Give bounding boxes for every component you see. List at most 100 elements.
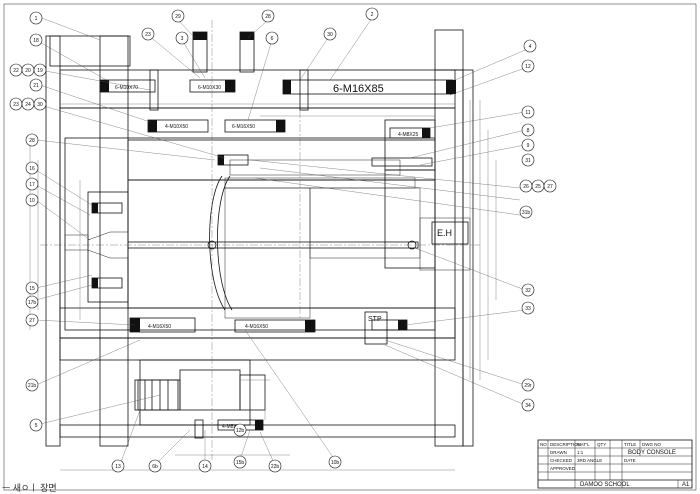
callout-bubble: 25 [531,179,545,193]
callout-bubble: 28 [25,133,39,147]
callout-bubble: 1 [29,11,43,25]
callout-bubble: 31b [519,205,533,219]
svg-text:5: 5 [35,423,38,429]
tb-drawn: DRAWN [550,450,567,455]
tb-qty-header: QTY [597,442,606,447]
callout-bubble: 2 [365,7,379,21]
callout-bubble: 20 [21,63,35,77]
svg-text:15: 15 [29,286,35,292]
svg-text:14: 14 [202,464,208,470]
svg-text:9: 9 [527,143,530,149]
title-block: NO DESCRIPTION MAT'L QTY TITLE DWG NO DR… [537,439,693,489]
svg-text:6: 6 [271,36,274,42]
svg-text:21b: 21b [28,383,37,389]
tb-sheet: A1 [682,482,690,488]
svg-text:10b: 10b [331,460,340,466]
tb-no-header: NO [540,442,547,447]
svg-text:2: 2 [371,12,374,18]
lower-left-screw-label: 4-M16X50 [148,324,171,330]
svg-text:23: 23 [145,32,151,38]
callout-bubble: 17 [25,177,39,191]
tb-material-header: MAT'L [577,442,590,447]
svg-text:11: 11 [525,110,530,116]
callout-bubble: 16 [25,161,39,175]
lower-mid-screw-label: 4-M8X25 [222,424,243,430]
tb-checked: CHECKED [550,458,573,463]
drawing-border [3,3,697,491]
svg-text:24: 24 [25,102,31,108]
mid-left-screw-label: 4-M10X50 [165,124,188,130]
callout-bubble: 18 [29,33,43,47]
tb-approved: APPROVED [550,466,576,471]
callout-bubble: 22b [268,459,282,473]
svg-text:26: 26 [523,184,529,190]
svg-text:6b: 6b [152,464,158,470]
svg-text:4: 4 [529,44,532,50]
callout-bubble: 31 [521,153,535,167]
tb-scale: 1:1 [577,450,584,455]
callout-bubble: 17b [25,295,39,309]
tb-school: DAMOO SCHOOL [580,482,630,488]
upper-left-screw-label: 6-M10X70 [115,85,138,91]
svg-text:27: 27 [29,318,35,324]
callout-bubble: 32 [521,283,535,297]
svg-text:27: 27 [547,184,553,190]
svg-text:21: 21 [33,83,39,89]
mold-body [45,29,474,447]
callout-bubble: 33 [521,301,535,315]
callout-bubbles: 1 18 22 20 19 21 23 24 30 29 23 3 28 6 3… [9,7,557,473]
callout-bubble: 21 [29,78,43,92]
tb-title-header: TITLE [624,442,636,447]
callout-bubble: 30 [323,27,337,41]
svg-text:31: 31 [525,158,531,164]
svg-text:25: 25 [535,184,541,190]
callout-bubble: 3 [175,31,189,45]
svg-text:29: 29 [175,14,181,20]
svg-text:22b: 22b [271,464,280,470]
svg-text:10: 10 [29,198,35,204]
upper-mid-screw-label: 6-M16X50 [232,124,255,130]
svg-text:23: 23 [13,102,19,108]
stp-tag: STP [368,316,382,323]
callout-bubble: 28 [261,9,275,23]
centerlines [29,20,497,471]
callout-bubble: 4 [523,39,537,53]
callout-bubble: 19 [33,63,47,77]
callout-bubble: 12 [521,59,535,73]
svg-text:16: 16 [29,166,35,172]
tb-dwg-no-header: DWG NO [642,442,661,447]
callout-bubble: 23 [9,97,23,111]
svg-text:33: 33 [525,306,531,312]
svg-text:15b: 15b [236,460,245,466]
svg-text:28: 28 [265,14,271,20]
svg-text:12b: 12b [236,428,245,434]
svg-text:29r: 29r [524,383,532,389]
callout-bubble: 29 [171,9,185,23]
right-top-screw-label: 4-M8X25 [398,132,419,138]
svg-text:30: 30 [37,102,43,108]
callout-bubble: 9 [521,138,535,152]
tb-part-name: BODY CONSOLE [628,450,676,456]
svg-text:19: 19 [37,68,43,74]
tb-date: DATE [624,458,636,463]
svg-text:28: 28 [29,138,35,144]
callout-bubble: 21b [25,378,39,392]
callout-bubble: 5 [29,418,43,432]
bolts [91,31,456,439]
callout-bubble: 14 [198,459,212,473]
screw-labels: 6-M16X85 6-M10X70 6-M10X30 4-M10X50 6-M1… [115,83,452,430]
mid-right-screw-label: 4-M16X50 [245,324,268,330]
svg-text:18: 18 [33,38,39,44]
callout-bubble: 10 [25,193,39,207]
svg-text:17: 17 [29,182,35,188]
tb-desc-header: DESCRIPTION [550,442,581,447]
svg-text:3: 3 [181,36,184,42]
callout-bubble: 29r [521,378,535,392]
callout-bubble: 12b [233,423,247,437]
callout-bubble: 11 [521,105,535,119]
callout-bubble: 22 [9,63,23,77]
leader-lines [35,17,531,466]
callout-bubble: 34 [521,398,535,412]
eh-tag: E.H [437,228,452,238]
